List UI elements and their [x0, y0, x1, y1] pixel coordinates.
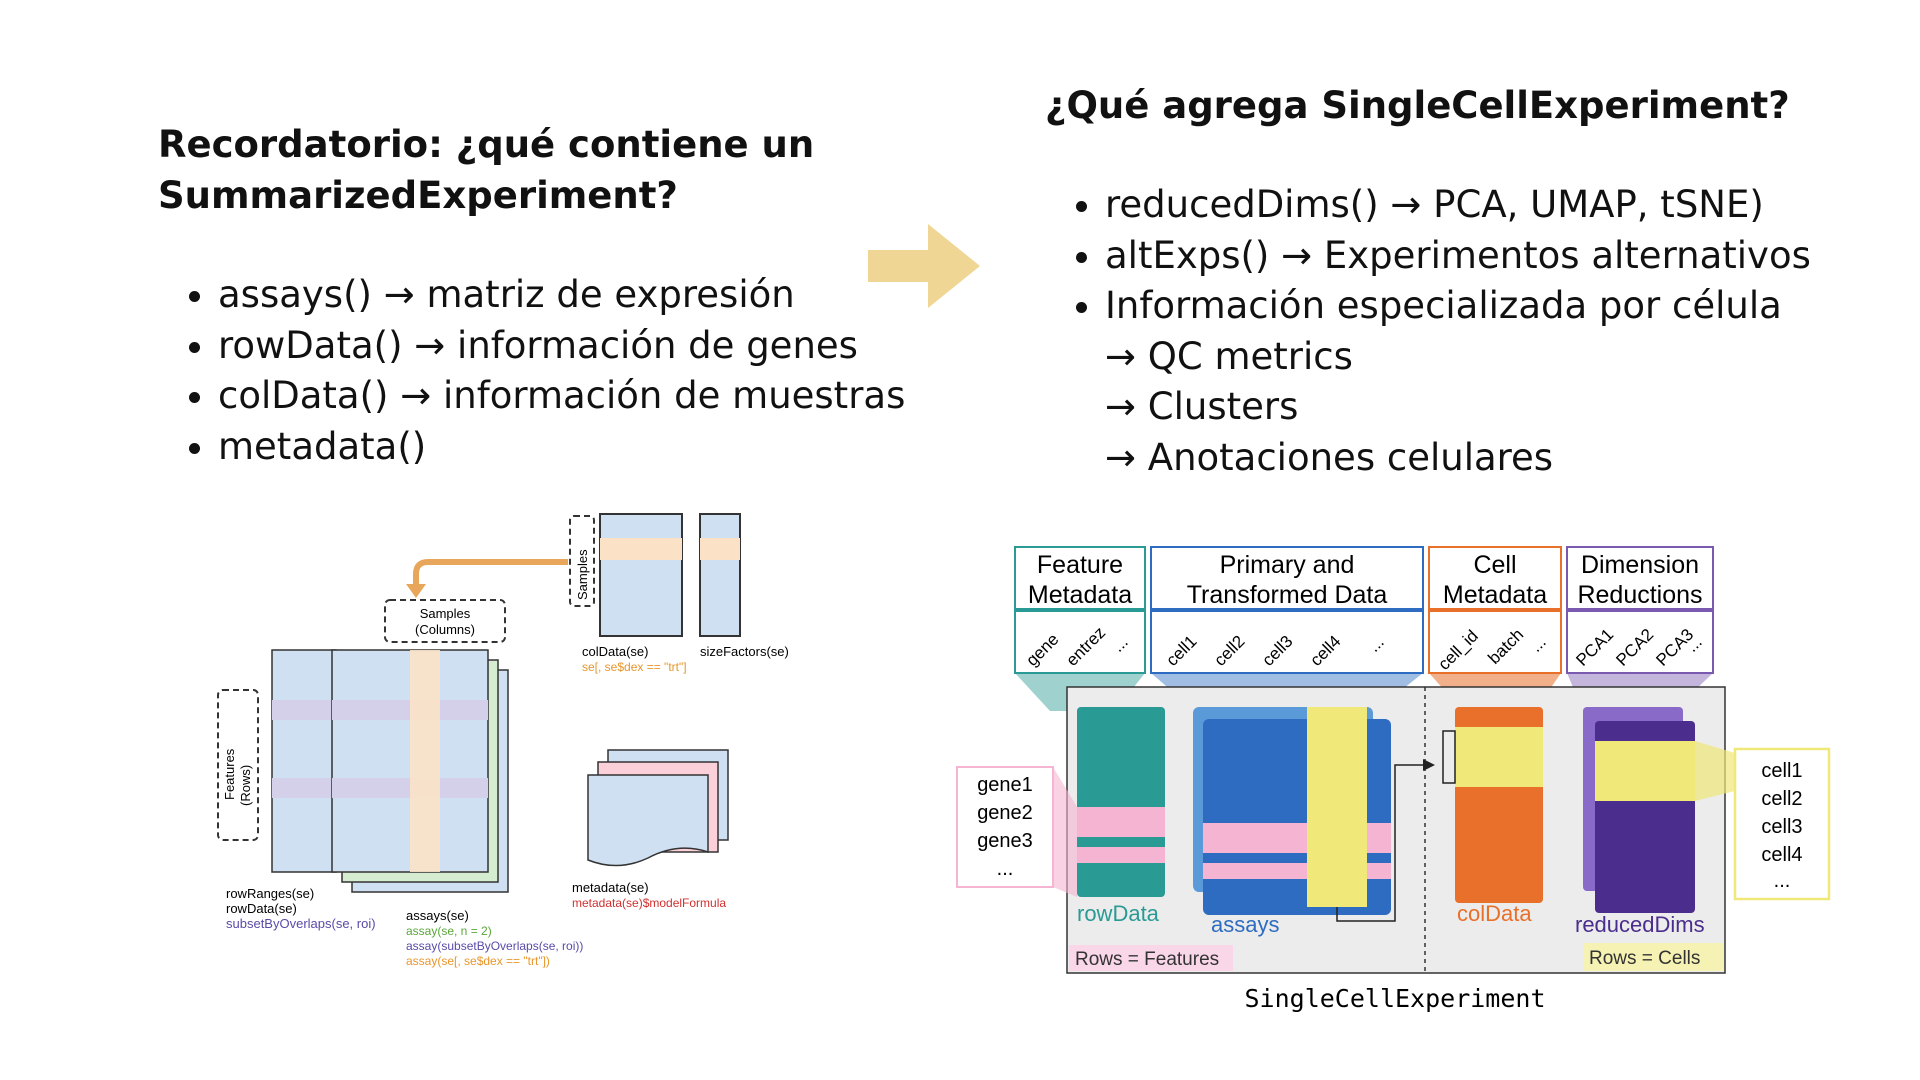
assay-subset-label: assay(subsetByOverlaps(se, roi)): [406, 939, 583, 953]
header-primary-line2: Transformed Data: [1187, 581, 1388, 609]
coldata-highlight: [600, 538, 682, 560]
header-dim-line1: Dimension: [1581, 551, 1699, 579]
rowranges-highlight-1: [272, 700, 336, 720]
rows-cells-label: Rows = Cells: [1589, 948, 1700, 969]
features-label: Features: [222, 748, 237, 800]
cell-cols-box: [1428, 610, 1562, 674]
summarized-experiment-diagram: Samples colData(se) se[, se$dex == "trt"…: [217, 513, 789, 968]
left-title-line2: SummarizedExperiment?: [158, 174, 678, 217]
cell2-label: cell2: [1761, 788, 1802, 810]
header-dim-line2: Reductions: [1577, 581, 1702, 609]
samples-columns-line1: Samples: [420, 606, 471, 621]
coldata-label: colData(se): [582, 644, 648, 659]
header-primary-data: Primary and Transformed Data: [1150, 546, 1424, 610]
rowdata-pink-1: [1077, 807, 1165, 837]
reduceddims-yellow-row: [1595, 741, 1695, 801]
coldata-yellow-row: [1455, 727, 1543, 787]
cells-box: [1733, 747, 1831, 901]
header-dimension-reductions: Dimension Reductions: [1566, 546, 1714, 610]
cells-more-label: ...: [1774, 870, 1791, 892]
rows-cells-badge: [1583, 943, 1723, 971]
coldata-subset-label: se[, se$dex == "trt"]: [582, 660, 687, 674]
assay-column-highlight: [410, 650, 440, 872]
bullet-specialized-info: Información especializada por célula: [1105, 281, 1811, 332]
cell1-label: cell1: [1761, 760, 1802, 782]
rowdata-label: rowData(se): [226, 901, 297, 916]
sizefactors-box: [699, 513, 741, 637]
reduceddims-block-label: reducedDims: [1575, 912, 1705, 937]
bullet-altexps: altExps() → Experimentos alternativos: [1105, 231, 1811, 282]
cell4-label: cell4: [1761, 844, 1802, 866]
assays-label: assays(se): [406, 908, 469, 923]
coldata-block-label: colData: [1457, 901, 1532, 926]
sizefactors-highlight: [700, 538, 740, 560]
rows-label: (Rows): [238, 765, 253, 806]
rowdata-block: [1077, 707, 1165, 897]
gene3-label: gene3: [977, 830, 1033, 852]
bullet-coldata: colData() → información de muestras: [218, 371, 905, 422]
header-primary-line1: Primary and: [1220, 551, 1355, 579]
metadata-layer-1: [587, 774, 709, 867]
bullet-rowdata: rowData() → información de genes: [218, 321, 905, 372]
left-title-line1: Recordatorio: ¿qué contiene un: [158, 123, 815, 166]
header-feature-line2: Metadata: [1028, 581, 1132, 609]
left-title: Recordatorio: ¿qué contiene un Summarize…: [158, 119, 814, 221]
rows-features-label: Rows = Features: [1075, 949, 1219, 970]
cells-funnel: [1695, 741, 1735, 801]
rowranges-highlight-2: [272, 778, 336, 798]
gene2-label: gene2: [977, 802, 1033, 824]
right-bullet-list: reducedDims() → PCA, UMAP, tSNE) altExps…: [1045, 180, 1811, 483]
dim-cols-box: [1566, 610, 1714, 674]
coldata-bracket: [1442, 730, 1456, 784]
connector-arrow-icon: [1423, 759, 1435, 771]
bullet-assays: assays() → matriz de expresión: [218, 270, 905, 321]
assay-yellow-column: [1307, 707, 1367, 907]
curved-arrow-line: [413, 559, 568, 586]
header-cell-line2: Metadata: [1443, 581, 1547, 609]
samples-columns-box: [384, 599, 506, 643]
header-feature-line1: Feature: [1037, 551, 1123, 579]
single-cell-experiment-diagram: Feature Metadata Primary and Transformed…: [956, 546, 1831, 1013]
samples-label: Samples: [575, 549, 590, 600]
rowranges-label: rowRanges(se): [226, 886, 314, 901]
sub-item-clusters: → Clusters: [1105, 385, 1299, 428]
assay-n-label: assay(se, n = 2): [406, 924, 492, 938]
assay-trt-label: assay(se[, se$dex == "trt"]): [406, 954, 550, 968]
rowranges-box: [271, 649, 337, 873]
metadata-label: metadata(se): [572, 880, 649, 895]
cell3-label: cell3: [1761, 816, 1802, 838]
header-feature-metadata: Feature Metadata: [1014, 546, 1146, 610]
rowdata-pink-2: [1077, 847, 1165, 863]
primary-cols-box: [1150, 610, 1424, 674]
coldata-box: [599, 513, 683, 637]
samples-dashed-box: [569, 515, 595, 607]
right-arrow-icon: [868, 224, 980, 308]
right-title: ¿Qué agrega SingleCellExperiment?: [1045, 84, 1790, 127]
metadata-formula-label: metadata(se)$modelFormula: [572, 896, 726, 910]
sce-caption: SingleCellExperiment: [1244, 984, 1545, 1013]
header-cell-line1: Cell: [1473, 551, 1516, 579]
genes-more-label: ...: [997, 858, 1014, 880]
features-rows-box: [217, 689, 259, 841]
assays-block-label: assays: [1211, 912, 1279, 937]
genes-funnel: [1053, 767, 1077, 897]
bullet-metadata: metadata(): [218, 422, 905, 473]
bullet-reduceddims: reducedDims() → PCA, UMAP, tSNE): [1105, 180, 1811, 231]
rows-features-badge: [1069, 945, 1233, 971]
curved-arrow-head-icon: [406, 584, 426, 598]
sub-item-annotations: → Anotaciones celulares: [1105, 435, 1554, 479]
subset-label: subsetByOverlaps(se, roi): [226, 916, 376, 931]
gene1-label: gene1: [977, 774, 1033, 796]
header-cell-metadata: Cell Metadata: [1428, 546, 1562, 610]
feature-cols-box: [1014, 610, 1146, 674]
left-bullet-list: assays() → matriz de expresión rowData()…: [158, 270, 905, 472]
rowdata-block-label: rowData: [1077, 901, 1160, 926]
samples-columns-line2: (Columns): [415, 622, 475, 637]
assay-to-coldata-line: [1336, 764, 1423, 922]
sizefactors-label: sizeFactors(se): [700, 644, 789, 659]
sub-item-qc: → QC metrics: [1105, 334, 1353, 378]
